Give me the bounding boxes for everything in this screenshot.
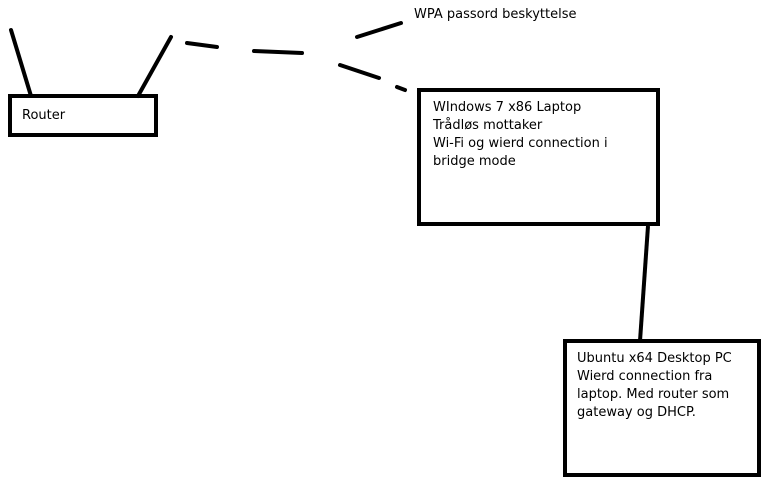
wireless-dash	[185, 41, 219, 49]
desktop-label-line: gateway og DHCP.	[577, 405, 696, 420]
router-label-text: Router	[22, 108, 66, 123]
wireless-link-label: WPA passord beskyttelse	[414, 6, 576, 24]
router-box	[8, 94, 158, 137]
router-antenna-right	[136, 35, 173, 98]
desktop-label-line: Wierd connection fra	[577, 369, 713, 384]
laptop-label-line: bridge mode	[433, 154, 516, 169]
wireless-dash	[395, 85, 407, 92]
wireless-dash	[252, 49, 304, 55]
wired-link	[638, 225, 650, 342]
desktop-label: Ubuntu x64 Desktop PC Wierd connection f…	[577, 350, 732, 422]
desktop-box	[563, 339, 761, 477]
router-label: Router	[22, 107, 65, 125]
wireless-link-dashes	[185, 21, 407, 92]
laptop-label-line: Wi-Fi og wierd connection i	[433, 136, 608, 151]
wireless-dash	[338, 63, 381, 80]
router-antenna-left	[9, 28, 33, 98]
desktop-label-line: Ubuntu x64 Desktop PC	[577, 351, 732, 366]
laptop-box	[417, 88, 660, 226]
wireless-dash	[355, 21, 403, 39]
wireless-link-label-text: WPA passord beskyttelse	[414, 7, 577, 22]
laptop-label-line: WIndows 7 x86 Laptop	[433, 100, 582, 115]
laptop-label: WIndows 7 x86 Laptop Trådløs mottaker Wi…	[433, 99, 608, 171]
laptop-label-line: Trådløs mottaker	[433, 118, 543, 133]
desktop-label-line: laptop. Med router som	[577, 387, 730, 402]
